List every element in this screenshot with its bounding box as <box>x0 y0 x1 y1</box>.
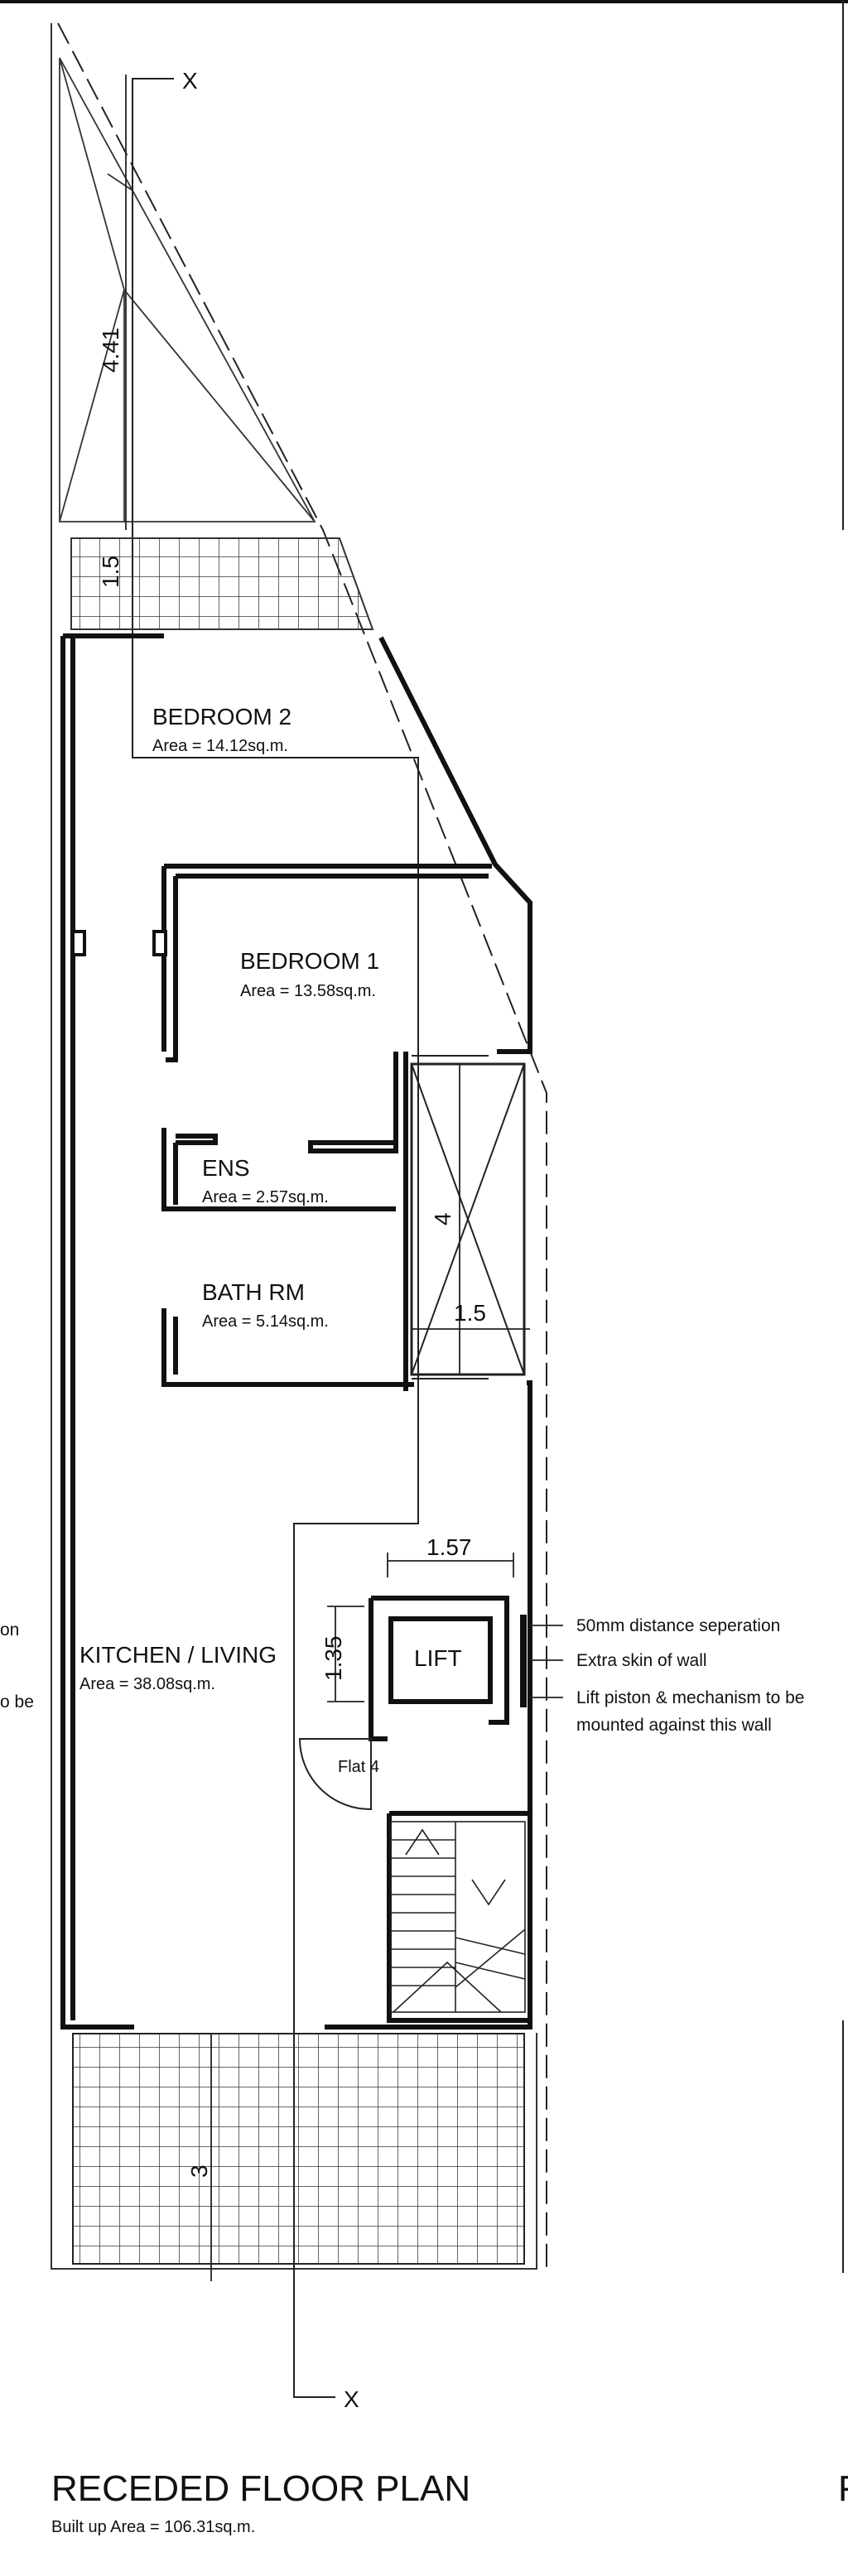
plan-subtitle: Built up Area = 106.31sq.m. <box>51 2518 255 2536</box>
room-kitchen-area: Area = 38.08sq.m. <box>80 1675 215 1693</box>
top-border <box>0 0 848 3</box>
room-ens-area: Area = 2.57sq.m. <box>202 1188 329 1206</box>
staircase <box>390 1821 526 2013</box>
room-bedroom2-area: Area = 14.12sq.m. <box>152 737 288 755</box>
note-distance: 50mm distance seperation <box>576 1616 780 1635</box>
room-lift-name: LIFT <box>414 1645 462 1671</box>
right-title-fragment: F <box>838 2468 848 2509</box>
room-bath-area: Area = 5.14sq.m. <box>202 1312 329 1331</box>
dim-lift-height: 1.35 <box>320 1636 346 1682</box>
lower-terrace <box>72 2033 525 2265</box>
door-swing <box>298 1738 372 1811</box>
section-marker-bottom: X <box>344 2386 359 2412</box>
plan-title: RECEDED FLOOR PLAN <box>51 2468 470 2509</box>
dim-terrace-top: 1.5 <box>98 556 123 588</box>
section-marker-top: X <box>182 68 198 94</box>
note-lift-piston-2: mounted against this wall <box>576 1716 772 1735</box>
dim-lift-width: 1.57 <box>426 1534 472 1560</box>
note-extra-skin: Extra skin of wall <box>576 1651 707 1670</box>
extra-skin-wall <box>520 1615 527 1707</box>
left-fragment-1: on <box>0 1620 19 1639</box>
lift-dims <box>327 1553 563 1702</box>
dim-shaft-height: 4 <box>430 1212 455 1225</box>
walls <box>60 633 532 2030</box>
dashed-boundary <box>57 22 547 2269</box>
room-bedroom1-name: BEDROOM 1 <box>240 948 379 974</box>
room-bedroom1-area: Area = 13.58sq.m. <box>240 982 376 1000</box>
shaft-dims <box>412 1064 530 1375</box>
room-bath-name: BATH RM <box>202 1279 305 1305</box>
room-bedroom2-name: BEDROOM 2 <box>152 704 292 729</box>
room-flat-name: Flat 4 <box>338 1758 379 1776</box>
upper-terrace <box>70 537 374 630</box>
dim-terrace-bottom: 3 <box>186 2164 212 2178</box>
note-lift-piston-1: Lift piston & mechanism to be <box>576 1688 804 1707</box>
room-ens-name: ENS <box>202 1155 250 1181</box>
dim-shaft-width: 1.5 <box>454 1300 486 1326</box>
top-triangle <box>59 57 316 522</box>
wall-notches <box>71 930 167 956</box>
dim-top: 4.41 <box>98 328 123 373</box>
left-fragment-2: o be <box>0 1692 34 1712</box>
room-kitchen-name: KITCHEN / LIVING <box>80 1642 277 1668</box>
lift-shaft <box>410 1055 526 1379</box>
